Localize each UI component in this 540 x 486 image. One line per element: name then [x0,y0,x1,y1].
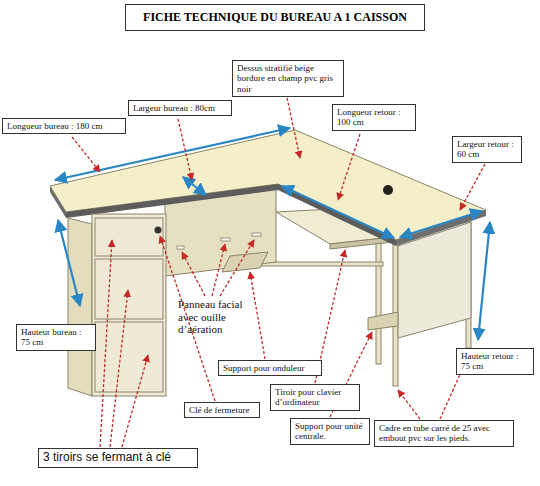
dimension-label: Largeur retour : 60 cm [452,136,522,163]
pedestal-side [68,218,92,396]
dimension-arrows [55,128,490,340]
vent-slots [177,233,261,249]
part-callout: Support pour unité centrale. [290,418,370,445]
callout-text: Hauteur bureau : 75 cm [21,327,91,348]
pedestal-front [92,214,166,396]
title-box: FICHE TECHNIQUE DU BUREAU A 1 CAISSON [125,4,425,31]
ups-support [222,252,268,272]
callout-text: Support pour onduleur [223,363,317,373]
lock-key [155,227,162,234]
callout-text: Hauteur retour : 75 cm [461,351,529,372]
dimension-label: Longueur retour : 100 cm [332,104,416,131]
part-callout: Clé de fermeture [184,402,260,418]
cable-grommet [383,185,393,195]
cpu-support [368,312,398,330]
desktop-callout: Dessus stratifié beige bordure en champ … [232,60,344,97]
edge-band [50,186,66,218]
part-callout: Support pour onduleur [218,360,322,376]
callout-text: Largeur retour : 60 cm [457,139,517,160]
callout-text: 3 tiroirs se fermant à clé [43,451,193,465]
part-callout: 3 tiroirs se fermant à clé [38,448,198,468]
dimension-label: Hauteur bureau : 75 cm [16,324,96,351]
callout-text: Longueur retour : 100 cm [337,107,411,128]
leader-lines [72,93,485,447]
part-callout: Tiroir pour clavier d’ordinateur [270,384,360,411]
part-label: Panneau facial avec ouille d’aération [178,298,264,336]
callout-text: Dessus stratifié beige bordure en champ … [237,63,339,94]
title-text: FICHE TECHNIQUE DU BUREAU A 1 CAISSON [143,10,407,24]
dimension-label: Hauteur retour : 75 cm [456,348,534,375]
callout-text: Support pour unité centrale. [295,421,365,442]
callout-text: Clé de fermeture [189,405,255,415]
dimension-label: Longueur bureau : 180 cm [2,118,126,134]
callout-text: Tiroir pour clavier d’ordinateur [275,387,355,408]
part-callout: Cadre en tube carré de 25 avec embout pv… [374,420,514,447]
callout-text: Longueur bureau : 180 cm [7,121,121,131]
callout-text: Largeur bureau : 80cm [133,103,227,113]
dimension-label: Largeur bureau : 80cm [128,100,232,116]
callout-text: Cadre en tube carré de 25 avec embout pv… [379,423,509,444]
